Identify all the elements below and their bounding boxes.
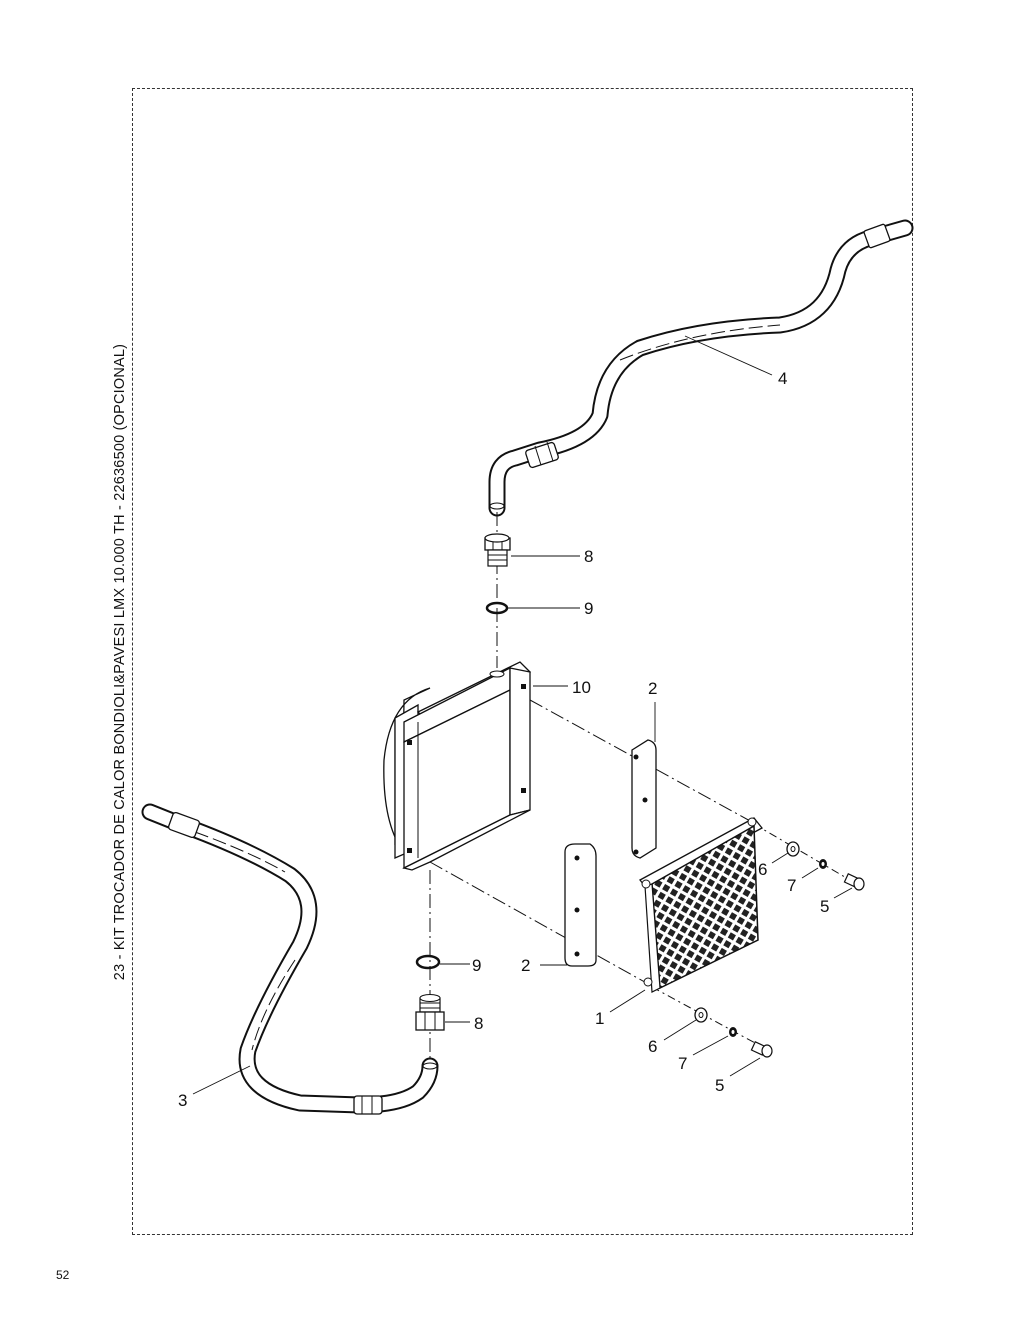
washer-6-upper [786, 841, 800, 857]
assembly-axis-bolt-upper [753, 823, 851, 881]
leader-1 [609, 989, 646, 1013]
washer-6-lower [694, 1007, 708, 1023]
lock-washer-7-upper [819, 859, 827, 869]
leader-6-upper [771, 852, 789, 864]
callout-6-lower: 6 [648, 1037, 657, 1056]
bolt-5-upper [843, 873, 865, 891]
callout-8-upper: 8 [584, 547, 593, 566]
leader-4 [684, 335, 773, 376]
leader-7-upper [801, 867, 819, 879]
grille-1 [639, 817, 763, 993]
lock-washer-7-lower [729, 1027, 737, 1037]
leader-6-lower [663, 1019, 697, 1041]
callout-8-lower: 8 [474, 1014, 483, 1033]
callout-3: 3 [178, 1091, 187, 1110]
callout-7-lower: 7 [678, 1054, 687, 1073]
callout-1: 1 [595, 1009, 604, 1028]
heat-exchanger-10 [383, 661, 532, 871]
hose-3 [141, 803, 439, 1115]
leader-5-lower [729, 1057, 761, 1077]
o-ring-9-upper [485, 601, 509, 615]
fitting-8-upper [484, 533, 511, 567]
bracket-2-right [631, 739, 657, 859]
callout-4: 4 [778, 369, 787, 388]
bolt-5-lower [750, 1041, 773, 1058]
leader-7-lower [692, 1035, 729, 1056]
callout-6-upper: 6 [758, 860, 767, 879]
fitting-8-lower [415, 994, 445, 1031]
callout-10: 10 [572, 678, 591, 697]
assembly-axis-bottom [429, 861, 651, 986]
callout-5-lower: 5 [715, 1076, 724, 1095]
callout-9-lower: 9 [472, 956, 481, 975]
leader-5-upper [833, 887, 853, 899]
hose-4 [488, 219, 914, 517]
bracket-2-left [564, 843, 597, 967]
callout-5-upper: 5 [820, 897, 829, 916]
callout-7-upper: 7 [787, 876, 796, 895]
dashed-frame [132, 88, 913, 1235]
callout-2-left: 2 [521, 956, 530, 975]
leader-3 [192, 1065, 251, 1095]
o-ring-9-lower [415, 954, 441, 970]
callout-9-upper: 9 [584, 599, 593, 618]
page-number: 52 [56, 1268, 70, 1282]
callout-2-right: 2 [648, 679, 657, 698]
assembly-axis-bolt-lower [651, 986, 769, 1051]
